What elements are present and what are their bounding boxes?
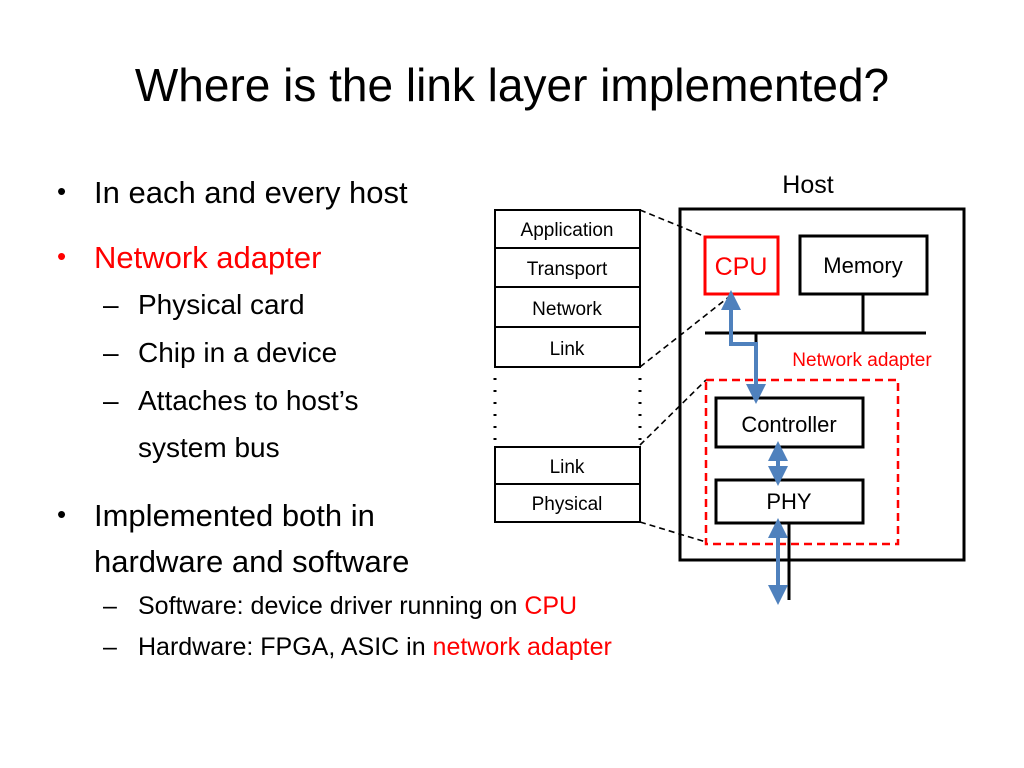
bullet-dot: •: [57, 241, 67, 271]
bullet-network-adapter: Network adapter: [94, 240, 322, 275]
sub-dash: –: [103, 633, 117, 661]
stack-box-link-2: [494, 446, 641, 485]
bullet-dot: •: [57, 499, 67, 529]
sub-dash: –: [103, 385, 119, 416]
connector-line: [639, 521, 707, 543]
sub-software-driver: Software: device driver running on CPU: [138, 592, 577, 621]
host-label: Host: [782, 171, 833, 199]
phy-box: [714, 478, 865, 525]
protocol-stack-top: Application Transport Network Link: [494, 209, 641, 368]
bullet-dot: •: [57, 176, 67, 206]
cpu-label: CPU: [715, 253, 768, 281]
memory-label: Memory: [823, 253, 902, 278]
bullet-implemented-both-line1: Implemented both in: [94, 498, 375, 533]
sub-software-text: Software: device driver running on: [138, 592, 525, 620]
sub-dash: –: [103, 289, 119, 320]
host-box: [678, 207, 966, 562]
phy-label: PHY: [766, 489, 812, 514]
sub-attaches-to-host: Attaches to host’s: [138, 385, 359, 416]
bullet-implemented-both-line2: hardware and software: [94, 544, 410, 579]
stack-label-link: Link: [550, 339, 585, 360]
sub-software-cpu-highlight: CPU: [524, 592, 578, 620]
stack-box-link: [494, 326, 641, 368]
controller-label: Controller: [741, 412, 836, 437]
sub-dash: –: [103, 337, 119, 368]
stack-label-network: Network: [532, 299, 602, 320]
connector-line: [639, 379, 707, 446]
sub-chip-in-device: Chip in a device: [138, 337, 338, 368]
protocol-stack-bottom: Link Physical: [494, 446, 641, 523]
stack-label-link-2: Link: [550, 457, 585, 478]
sub-system-bus: system bus: [138, 432, 280, 463]
network-adapter-label: Network adapter: [792, 350, 932, 371]
stack-box-physical: [494, 483, 641, 523]
network-adapter-box: [704, 378, 900, 546]
connector-line: [639, 295, 731, 368]
stack-box-transport: [494, 247, 641, 288]
sub-hardware-fpga: Hardware: FPGA, ASIC in network adapter: [138, 633, 612, 662]
stack-label-application: Application: [521, 220, 614, 241]
memory-box: [798, 234, 929, 296]
sub-dash: –: [103, 592, 117, 620]
controller-box: [714, 396, 865, 449]
slide-title: Where is the link layer implemented?: [134, 59, 890, 111]
stack-label-physical: Physical: [532, 494, 603, 515]
sub-hardware-adapter-highlight: network adapter: [432, 633, 612, 661]
stack-box-network: [494, 286, 641, 328]
connector-line: [639, 209, 707, 238]
sub-physical-card: Physical card: [138, 289, 305, 320]
sub-hardware-text: Hardware: FPGA, ASIC in: [138, 633, 433, 661]
bullet-in-each-host: In each and every host: [94, 175, 408, 210]
stack-box-application: [494, 209, 641, 249]
cpu-controller-arrow: [721, 290, 766, 404]
stack-label-transport: Transport: [527, 259, 608, 280]
